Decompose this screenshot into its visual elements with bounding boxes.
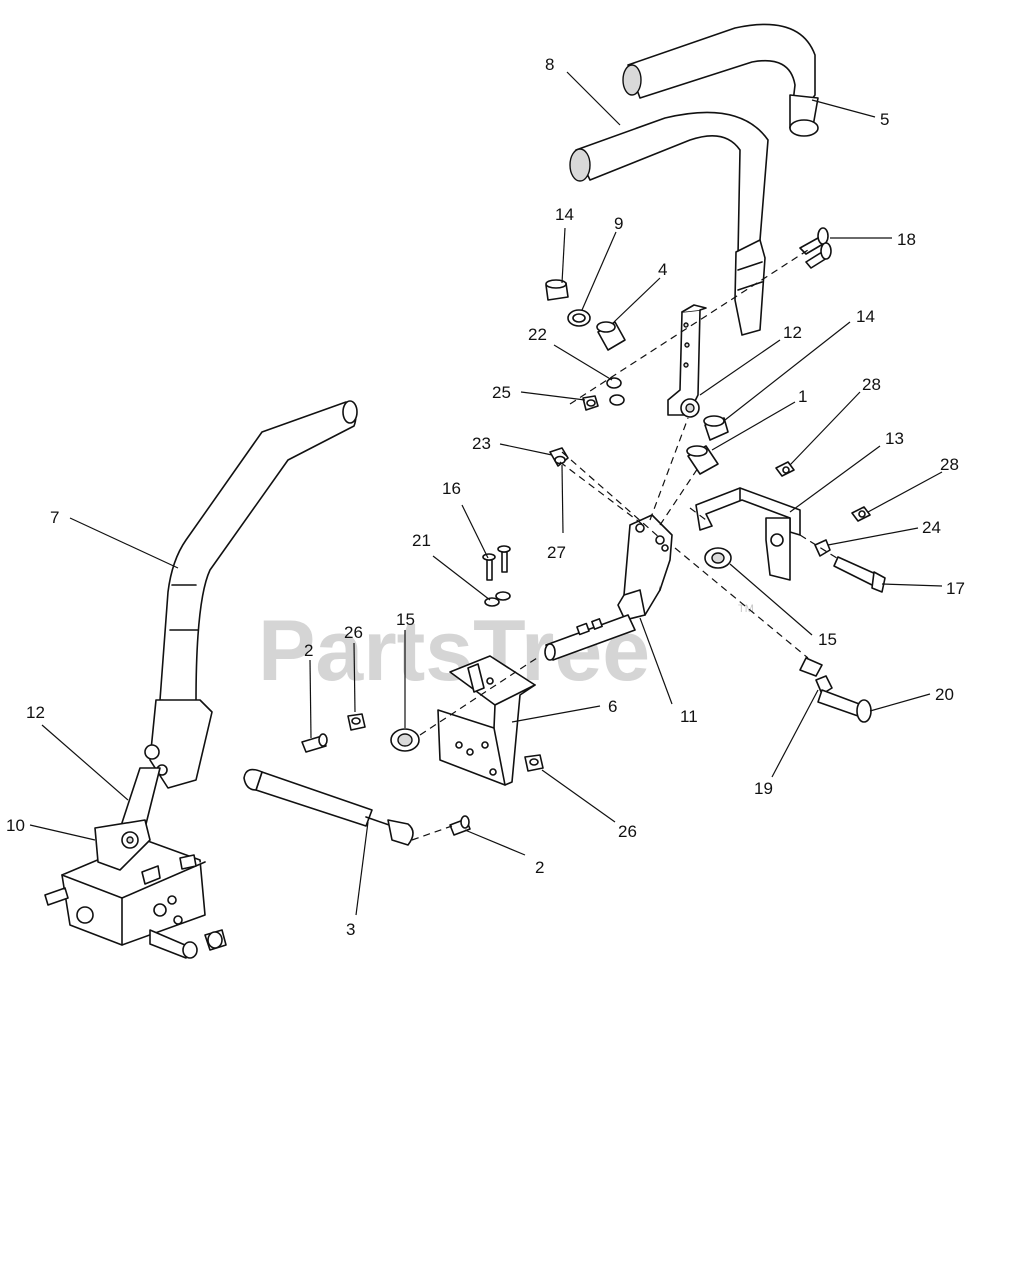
part-1-spacer [686,445,719,475]
callout-28-upper: 28 [862,375,881,394]
part-12-arm-upper [667,304,707,418]
callout-1: 1 [798,387,807,406]
part-24-nut [814,539,831,557]
callout-18: 18 [897,230,916,249]
callout-numbers: 8 5 18 14 9 4 22 12 14 25 1 28 23 13 28 … [6,55,965,939]
callout-27: 27 [547,543,566,562]
part-5-handle [622,23,819,137]
part-22-washer [606,377,625,406]
callout-24: 24 [922,518,941,537]
callout-10: 10 [6,816,25,835]
callout-26-lower: 26 [618,822,637,841]
callout-14-upper: 14 [555,205,574,224]
part-15-bushing-right [704,547,732,569]
part-15-bushing-left [390,728,420,752]
callout-4: 4 [658,260,667,279]
callout-12-upper: 12 [783,323,802,342]
callout-2-lower: 2 [535,858,544,877]
callout-20: 20 [935,685,954,704]
part-23-nut [549,447,569,467]
callout-7: 7 [50,508,59,527]
callout-15-left: 15 [396,610,415,629]
callout-8: 8 [545,55,554,74]
callout-22: 22 [528,325,547,344]
part-10-base [44,819,227,959]
callout-11: 11 [680,707,698,726]
part-2-stud-lower [449,815,471,836]
callout-5: 5 [880,110,889,129]
part-26-nut-upper [347,713,366,731]
callout-16: 16 [442,479,461,498]
callout-14-lower: 14 [856,307,875,326]
callout-26-upper: 26 [344,623,363,642]
part-28-bolt-b [851,506,871,522]
part-7-handle [144,400,358,789]
part-8-handle [569,111,769,336]
callout-13: 13 [885,429,904,448]
callout-19: 19 [754,779,773,798]
callout-28-lower: 28 [940,455,959,474]
part-14-bushing-upper [545,279,569,301]
part-14-bushing-lower [703,415,729,441]
callout-25: 25 [492,383,511,402]
part-3-damper [243,768,414,846]
part-18-bolts [799,227,832,269]
callout-9: 9 [614,214,623,233]
callout-6: 6 [608,697,617,716]
callout-3: 3 [346,920,355,939]
callout-23: 23 [472,434,491,453]
part-19-pin [799,657,833,695]
part-16-bolts [482,545,511,581]
part-25-nut [582,395,599,411]
callout-15-right: 15 [818,630,837,649]
part-11-pivot-assembly [544,514,673,661]
part-26-nut-lower [524,754,544,772]
callout-2-upper: 2 [304,641,313,660]
watermark: PartsTree [258,603,650,699]
part-21-nut [484,591,511,607]
callout-12-lower: 12 [26,703,45,722]
part-9-washer [567,309,591,327]
callout-17: 17 [946,579,965,598]
part-6-bracket [437,655,536,786]
part-20-pin [817,689,872,723]
part-13-bracket [695,487,801,581]
part-28-bolt-a [775,461,795,477]
part-4-spacer [596,321,626,351]
assembly-lines [411,249,841,841]
watermark-trademark: TM [738,603,754,615]
callout-21: 21 [412,531,431,550]
leader-lines [29,71,943,916]
part-17-bolt [833,556,886,593]
part-2-stud-upper [301,733,328,753]
